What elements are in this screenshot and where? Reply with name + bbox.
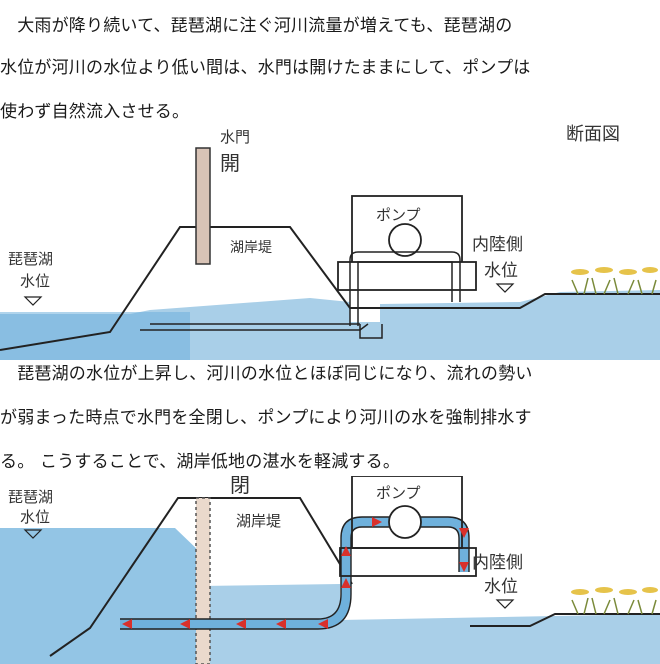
- lake-level-marker-icon-2: [23, 529, 43, 539]
- flow-arrow-icon: [180, 619, 190, 629]
- lake-level-label-1-2: 琵琶湖: [8, 488, 53, 506]
- paragraph2-line3: る。 こうすることで、湖岸低地の湛水を軽減する。: [0, 452, 401, 472]
- paragraph1-line1: 大雨が降り続いて、琵琶湖に注ぐ河川流量が増えても、琵琶湖の: [0, 16, 513, 36]
- gate-label: 水門: [220, 128, 250, 146]
- inland-level-marker-icon: [495, 283, 515, 293]
- pump-label: ポンプ: [376, 206, 421, 224]
- inland-level-label-1: 内陸側: [472, 235, 523, 255]
- lake-level-label-1: 琵琶湖: [8, 250, 53, 268]
- discharge-pipe-outer: [120, 516, 470, 620]
- gate-state-2: 閉: [230, 476, 250, 497]
- embankment-label-2: 湖岸堤: [236, 512, 281, 530]
- paragraph1-line2: 水位が河川の水位より低い間は、水門は開けたままにして、ポンプは: [0, 58, 531, 78]
- reeds-icon: [571, 277, 657, 295]
- ground-outline-2: [470, 613, 660, 627]
- discharge-pipe-water: [120, 517, 469, 629]
- pump-icon-2: [388, 505, 422, 539]
- diagram-gate-closed-svg: 閉 湖岸堤 ポンプ 琵琶湖 水位 内陸側 水位: [0, 476, 660, 664]
- drain-pit: [359, 324, 383, 339]
- pump-base-2: [339, 547, 477, 577]
- flow-arrow-icon: [341, 546, 351, 556]
- flow-arrow-icon: [372, 517, 382, 527]
- embankment-outline-2: [49, 497, 353, 657]
- pump-pipe-inner: [357, 261, 453, 326]
- lake-level-label-2-2: 水位: [20, 508, 50, 526]
- rice-heads: [571, 267, 658, 275]
- pump-base: [337, 261, 477, 291]
- discharge-pipe-inner: [120, 526, 460, 630]
- inland-level-label-2: 水位: [484, 261, 518, 281]
- rice-heads-2: [571, 587, 658, 595]
- flow-arrow-icon: [341, 578, 351, 588]
- pump-pipe: [349, 251, 461, 326]
- flow-arrow-icon: [122, 619, 132, 629]
- pump-icon: [388, 223, 422, 257]
- diagram-gate-open-svg: 断面図 水門 開 湖岸堤 ポンプ 琵琶湖 水位 内陸側 水位: [0, 124, 660, 360]
- flow-arrow-icon: [236, 619, 246, 629]
- flow-arrow-icon: [318, 619, 328, 629]
- lake-water: [0, 312, 190, 360]
- inland-water-right: [340, 614, 660, 664]
- gate-state: 開: [220, 151, 240, 175]
- inland-level-label-2-2: 水位: [484, 577, 518, 597]
- lake-level-marker-icon: [23, 296, 43, 306]
- flow-arrow-icon: [459, 528, 469, 538]
- paragraph2-line2: が弱まった時点で水門を全閉し、ポンプにより河川の水を強制排水す: [0, 408, 532, 428]
- sluice-gate-closed: [195, 497, 211, 664]
- lake-water-high: [0, 528, 200, 664]
- embankment-outline: [0, 226, 660, 351]
- pump-label-2: ポンプ: [376, 484, 421, 502]
- flow-arrow-icon: [276, 619, 286, 629]
- diagram-gate-closed: 閉 湖岸堤 ポンプ 琵琶湖 水位 内陸側 水位: [0, 476, 660, 664]
- paragraph1-line3: 使わず自然流入させる。: [0, 102, 190, 122]
- reeds-icon-2: [571, 597, 657, 615]
- embankment-label: 湖岸堤: [230, 240, 272, 256]
- inland-level-marker-icon-2: [495, 599, 515, 609]
- inland-level-label-1-2: 内陸側: [472, 553, 523, 573]
- diagram-gate-open: 断面図 水門 開 湖岸堤 ポンプ 琵琶湖 水位 内陸側 水位: [0, 112, 660, 360]
- lake-level-label-2: 水位: [20, 272, 50, 290]
- flow-arrows: [122, 517, 469, 629]
- flow-arrow-icon: [459, 562, 469, 572]
- section-title: 断面図: [566, 124, 620, 145]
- paragraph2-line1: 琵琶湖の水位が上昇し、河川の水位とほぼ同じになり、流れの勢い: [0, 364, 533, 384]
- sluice-gate: [195, 147, 211, 265]
